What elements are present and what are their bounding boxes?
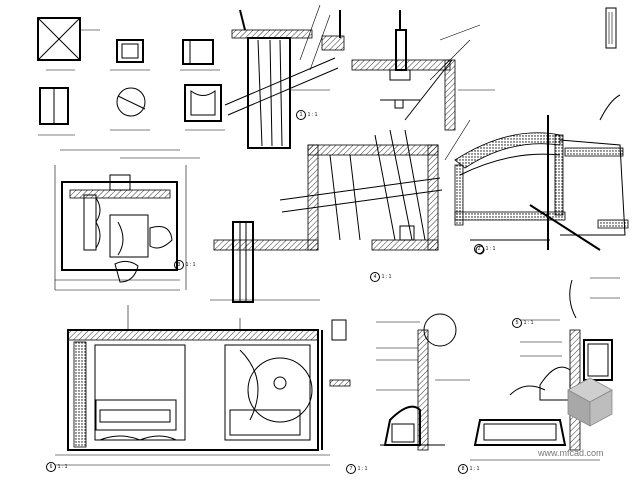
detail-title-2: 2 1 : 1 — [474, 244, 495, 254]
detail-title-3: 3 1 : 1 — [174, 260, 195, 270]
detail-scale: 1 : 1 — [357, 466, 368, 472]
detail-title-5: 5 1 : 1 — [512, 318, 533, 328]
banquette-section-group — [470, 277, 620, 461]
detail-scale: 1 : 1 — [523, 320, 534, 326]
detail-title-8: 8 1 : 1 — [458, 464, 479, 474]
elevation-group — [55, 305, 351, 466]
floor-plan-group — [54, 149, 200, 291]
detail-scale: 1 : 1 — [381, 274, 392, 280]
watermark-text: www.mfcad.com — [538, 448, 604, 458]
detail-title-4: 4 1 : 1 — [370, 272, 391, 282]
detail-scale: 1 : 1 — [469, 466, 480, 472]
round-table-icon — [116, 87, 146, 117]
cube-logo-icon — [567, 377, 613, 427]
arch-detail-group — [454, 94, 629, 255]
title-block-group — [605, 7, 617, 49]
detail-title-6: 6 1 : 1 — [46, 462, 67, 472]
detail-number: 4 — [370, 272, 380, 282]
detail-box — [37, 17, 81, 61]
detail-title-1: 1 1 : 1 — [296, 110, 317, 120]
detail-title-7: 7 1 : 1 — [346, 464, 367, 474]
detail-scale: 1 : 1 — [185, 262, 196, 268]
seat-section-group — [376, 313, 470, 451]
detail-scale: 1 : 1 — [485, 246, 496, 252]
detail-number: 3 — [174, 260, 184, 270]
detail-number: 1 — [296, 110, 306, 120]
ceiling-section-group — [224, 4, 345, 149]
detail-scale: 1 : 1 — [307, 112, 318, 118]
detail-number: 2 — [474, 244, 484, 254]
soffit-detail-group — [351, 10, 495, 161]
detail-number: 8 — [458, 464, 468, 474]
detail-number: 5 — [512, 318, 522, 328]
detail-number: 6 — [46, 462, 56, 472]
small-details-group — [37, 17, 225, 136]
detail-scale: 1 : 1 — [57, 464, 68, 470]
detail-number: 7 — [346, 464, 356, 474]
wall-section-group — [210, 129, 443, 303]
